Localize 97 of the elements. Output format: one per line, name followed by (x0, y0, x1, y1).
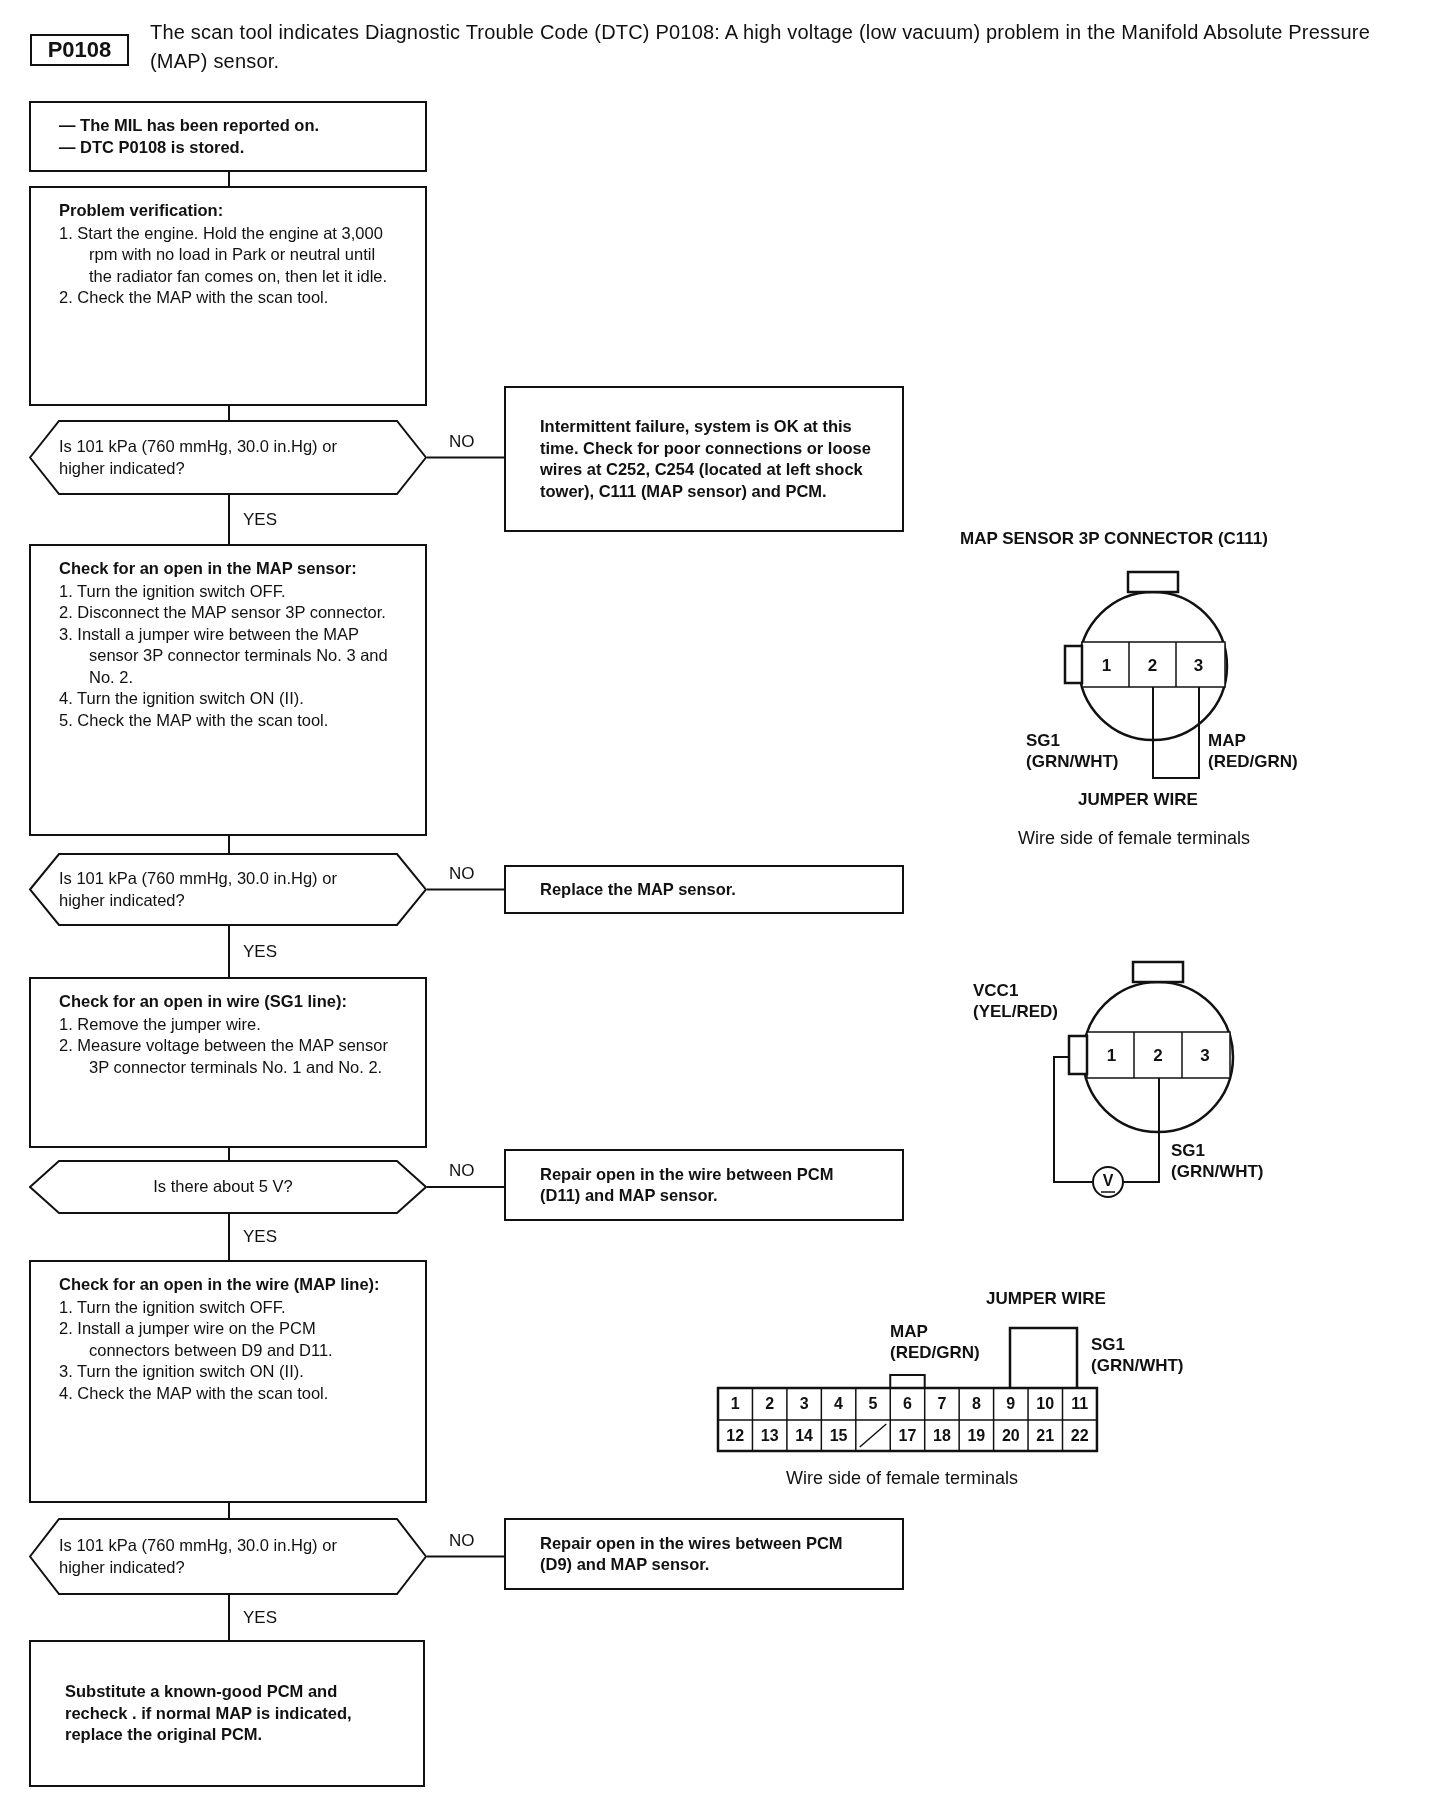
terminal-number: 20 (1000, 1426, 1021, 1446)
wire-label: VCC1 (YEL/RED) (973, 980, 1059, 1022)
terminal-number: 18 (932, 1426, 952, 1446)
jumper-wire-label: JUMPER WIRE (1078, 789, 1199, 810)
result-text: Repair open in the wires between PCM (D9) and MAP sensor. (540, 1532, 844, 1575)
terminal-number: 21 (1035, 1426, 1056, 1446)
connector-line (228, 494, 230, 545)
terminal-number: 6 (902, 1394, 913, 1414)
result-box (504, 386, 904, 532)
pin-number: 3 (1199, 1045, 1211, 1066)
jumper-wire-label: JUMPER WIRE (986, 1288, 1107, 1309)
connector-line (426, 1555, 505, 1558)
step-text: 2. Install a jumper wire on the PCM connectors between D9 and D11. (59, 1318, 334, 1361)
connector-line (228, 171, 230, 187)
terminal-number: 5 (867, 1394, 879, 1414)
process-box (29, 101, 427, 172)
connector-line (228, 1147, 230, 1161)
decision-hexagon (29, 853, 427, 926)
result-text: Intermittent failure, system is OK at this time. Check for poor connections or loose wires at C252, C254 (located at left shock tower), C111 (MAP sensor) and PCM. (540, 416, 872, 502)
step-text: 1. Start the engine. Hold the engine at 3,000 rpm with no load in Park or neutral until the radiator fan comes on, then let it idle. (59, 222, 389, 287)
decision-hexagon (29, 1518, 427, 1595)
step-text: 2. Check the MAP with the scan tool. (59, 287, 330, 308)
terminal-number: 11 (1070, 1394, 1090, 1414)
view-note: Wire side of female terminals (786, 1468, 1020, 1489)
terminal-number: 15 (828, 1426, 849, 1446)
result-box (504, 1149, 904, 1221)
pin-number: 2 (1146, 655, 1159, 676)
result-box (29, 1640, 425, 1787)
result-box (504, 865, 904, 914)
step-text: 4. Check the MAP with the scan tool. (59, 1382, 330, 1404)
connector-line (228, 925, 230, 978)
connector-line (426, 888, 505, 891)
terminal-number: 12 (725, 1426, 746, 1446)
process-box (29, 1260, 427, 1503)
terminal-number: 17 (897, 1426, 918, 1446)
voltmeter-label: V (1101, 1171, 1115, 1191)
step-text: 5. Check the MAP with the scan tool. (59, 709, 330, 731)
terminal-number: 10 (1035, 1394, 1056, 1414)
step-text: Check for an open in the MAP sensor: (59, 558, 358, 579)
step-text: — The MIL has been reported on. (59, 115, 321, 136)
terminal-number: 22 (1069, 1426, 1090, 1446)
terminal-number: 3 (798, 1394, 810, 1414)
step-text: 3. Install a jumper wire between the MAP sensor 3P connector terminals No. 3 and No. 2. (59, 623, 389, 688)
step-text: 2. Disconnect the MAP sensor 3P connector. (59, 602, 387, 623)
step-text: 3. Turn the ignition switch ON (II). (59, 1361, 305, 1382)
step-text: 1. Turn the ignition switch OFF. (59, 1296, 287, 1318)
step-text: 1. Turn the ignition switch OFF. (59, 580, 287, 602)
result-text: Repair open in the wire between PCM (D11) and MAP sensor. (540, 1163, 835, 1206)
view-note: Wire side of female terminals (1018, 828, 1252, 849)
step-text: Check for an open in the wire (MAP line): (59, 1274, 381, 1295)
step-text: Problem verification: (59, 200, 225, 221)
connector-line (228, 1213, 230, 1261)
step-text: 4. Turn the ignition switch ON (II). (59, 688, 305, 709)
process-box (29, 186, 427, 406)
wire-label: SG1 (GRN/WHT) (1026, 730, 1120, 772)
pin-number: 2 (1152, 1045, 1164, 1066)
process-box (29, 977, 427, 1148)
terminal-number: 14 (794, 1426, 814, 1446)
terminal-number: 8 (970, 1394, 982, 1414)
wire-label: SG1 (GRN/WHT) (1091, 1334, 1185, 1376)
wire-label: MAP (RED/GRN) (890, 1321, 981, 1363)
connector-line (426, 1186, 505, 1188)
wire-label: MAP (RED/GRN) (1208, 730, 1299, 772)
terminal-number: 7 (936, 1394, 948, 1414)
result-box (504, 1518, 904, 1590)
terminal-number: 13 (759, 1426, 780, 1446)
terminal-number: 2 (764, 1394, 776, 1414)
pin-number: 1 (1105, 1045, 1118, 1066)
decision-hexagon (29, 420, 427, 495)
connector-line (228, 835, 230, 854)
wire-label: SG1 (GRN/WHT) (1171, 1140, 1265, 1182)
step-text: 1. Remove the jumper wire. (59, 1013, 262, 1035)
question-text: Is 101 kPa (760 mmHg, 30.0 in.Hg) or higher indicated? (59, 868, 338, 911)
connector-line (228, 1594, 230, 1641)
pin-number: 1 (1100, 655, 1113, 676)
trouble-code: P0108 (47, 37, 112, 63)
title: The scan tool indicates Diagnostic Trouble Code (DTC) P0108: A high voltage (low vacuum) problem in the Manifold Absolute Pressure (MAP) sensor. (150, 20, 1371, 74)
process-box (29, 544, 427, 836)
result-text: Replace the MAP sensor. (540, 878, 737, 900)
connector-line (426, 456, 505, 459)
connector-line (228, 1502, 230, 1519)
step-text: Check for an open in wire (SG1 line): (59, 991, 348, 1012)
terminal-number: 19 (966, 1426, 987, 1446)
trouble-code-box (30, 34, 129, 66)
step-text: — DTC P0108 is stored. (59, 136, 246, 158)
step-text: 2. Measure voltage between the MAP sensor 3P connector terminals No. 1 and No. 2. (59, 1035, 389, 1078)
connector-line (228, 405, 230, 421)
diagram-heading: MAP SENSOR 3P CONNECTOR (C111) (960, 528, 1269, 549)
question-text: Is there about 5 V? (152, 1176, 294, 1198)
terminal-number: 1 (729, 1394, 741, 1414)
result-text: Substitute a known-good PCM and recheck . if normal MAP is indicated, replace the original PCM. (65, 1681, 353, 1746)
question-text: Is 101 kPa (760 mmHg, 30.0 in.Hg) or higher indicated? (59, 1535, 338, 1578)
question-text: Is 101 kPa (760 mmHg, 30.0 in.Hg) or higher indicated? (59, 436, 338, 479)
terminal-number: 4 (833, 1394, 844, 1414)
pin-number: 3 (1192, 655, 1205, 676)
decision-hexagon (29, 1160, 427, 1214)
terminal-number: 9 (1005, 1394, 1017, 1414)
